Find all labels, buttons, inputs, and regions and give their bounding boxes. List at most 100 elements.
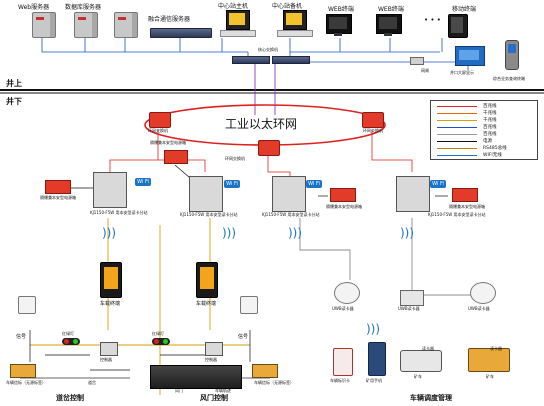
substation-icon-1 bbox=[93, 172, 127, 208]
sensor-label-1: 信号 bbox=[16, 334, 27, 340]
controller-label-2: 控制器 bbox=[205, 357, 217, 362]
air-door-reader-icon bbox=[240, 296, 258, 314]
sensor-label-2: 信号 bbox=[238, 334, 249, 340]
card-reader-label-1: 读卡器 bbox=[422, 346, 434, 351]
legend-item-label: 千兆线 bbox=[483, 111, 497, 116]
vehicle-label-1: 矿车 bbox=[414, 374, 422, 379]
core-switch-label: 核心交换机 bbox=[258, 47, 278, 52]
miner-car-icon bbox=[468, 348, 510, 372]
vehicle-sign-icon-1 bbox=[10, 364, 36, 378]
web-server-label: Web服务器 bbox=[18, 4, 50, 11]
mobile-terminal-label: 移动终端 bbox=[452, 6, 477, 13]
legend-line-swatch bbox=[437, 106, 477, 107]
ring-switch-label-bottom: 环网交换机 bbox=[225, 156, 245, 161]
wifi-badge-2: Wi Fi bbox=[224, 180, 240, 188]
below-ground-label: 井下 bbox=[6, 97, 22, 106]
legend-line-swatch bbox=[437, 134, 477, 135]
power-box-label-3: 隔爆兼本安型电源箱 bbox=[326, 204, 362, 209]
center-backup-label: 中心站备机 bbox=[272, 3, 303, 10]
car-terminal-label-2: 车载终端 bbox=[196, 301, 217, 307]
substation-icon-4 bbox=[396, 176, 430, 212]
mine-phone-label: 矿用手机 bbox=[366, 378, 382, 383]
display-label: 井口大屏显示 bbox=[450, 70, 474, 75]
display-screen-icon bbox=[455, 46, 485, 66]
legend-line-swatch bbox=[437, 155, 477, 156]
wireless-signal-icon-5: ))) bbox=[366, 322, 381, 336]
fusion-server-icon bbox=[150, 28, 212, 38]
turnout-label: 道岔 bbox=[88, 380, 96, 385]
power-box-icon-2 bbox=[164, 150, 188, 164]
legend-item: 百兆线 bbox=[435, 131, 535, 137]
wireless-signal-icon-3: ))) bbox=[288, 226, 303, 240]
power-box-icon-1 bbox=[45, 180, 71, 194]
legend-item-label: 百兆线 bbox=[483, 104, 497, 109]
vehicle-sign-label-1: 车辆信标（无源标签） bbox=[6, 380, 46, 385]
turnout-reader-icon bbox=[18, 296, 36, 314]
ring-title: 工业以太环网 bbox=[225, 117, 298, 131]
uwb-reader-label-2: UWB读卡器 bbox=[398, 306, 420, 311]
traffic-light-label-1: 红绿灯 bbox=[62, 331, 74, 336]
vehicle-label-2: 矿车 bbox=[486, 374, 494, 379]
wifi-badge-1: Wi Fi bbox=[135, 178, 151, 186]
uwb-reader-icon-1 bbox=[334, 282, 360, 304]
web-terminal-label: WEB终端 bbox=[328, 6, 354, 13]
uwb-reader-label-3: UWB读卡器 bbox=[468, 306, 490, 311]
gateway-icon bbox=[410, 57, 424, 65]
uwb-reader-icon-2 bbox=[400, 290, 424, 306]
vehicle-card-icon bbox=[333, 348, 353, 376]
bus-icon bbox=[400, 350, 442, 372]
substation-label-1: KJ1150-F5W 用本安型读卡分站 bbox=[90, 210, 148, 215]
controller-label-1: 控制器 bbox=[100, 357, 112, 362]
legend-item: 千兆线 bbox=[435, 117, 535, 123]
fusion-server-label: 融合通信服务器 bbox=[148, 16, 191, 23]
legend-line-swatch bbox=[437, 120, 477, 121]
controller-icon-2 bbox=[205, 342, 223, 356]
power-box-label-2: 隔爆兼本安型电源箱 bbox=[150, 140, 186, 145]
web-terminal-icon-2 bbox=[376, 14, 402, 34]
power-box-label-4: 隔爆兼本安型电源箱 bbox=[449, 204, 485, 209]
wireless-signal-icon-1: ))) bbox=[102, 226, 117, 240]
car-terminal-label-1: 车载终端 bbox=[100, 301, 121, 307]
ring-switch-icon-right bbox=[362, 112, 384, 128]
uwb-reader-label-1: UWB读卡器 bbox=[332, 306, 354, 311]
card-reader-label-2: 读卡器 bbox=[490, 346, 502, 351]
legend-line-swatch bbox=[437, 148, 477, 149]
wireless-signal-icon-4: ))) bbox=[400, 226, 415, 240]
ellipsis-label: • • • bbox=[424, 16, 441, 24]
traffic-light-icon-2 bbox=[152, 338, 170, 345]
power-box-label-1: 隔爆兼本安型电源箱 bbox=[40, 195, 76, 200]
core-switch-icon bbox=[232, 56, 270, 64]
vehicle-sign-label-2: 车辆信标（无源标签） bbox=[254, 380, 294, 385]
wifi-badge-3: Wi Fi bbox=[306, 180, 322, 188]
legend-item: 千兆线 bbox=[435, 110, 535, 116]
kiosk-icon bbox=[505, 40, 519, 70]
web-terminal-stand bbox=[334, 33, 342, 36]
substation-label-3: KJ1150-F5W 用本安型读卡分站 bbox=[262, 212, 320, 217]
kiosk-label: 综合业务查询终端 bbox=[493, 76, 525, 81]
air-door-label: 风门 bbox=[175, 388, 183, 393]
legend-item-label: 电源 bbox=[483, 139, 492, 144]
turnout-control-title: 道岔控制 bbox=[56, 394, 84, 402]
center-backup-keyboard-icon bbox=[277, 30, 313, 37]
lane-label: 车辆轨迹 bbox=[215, 388, 231, 393]
vehicle-card-label: 车辆标识卡 bbox=[330, 378, 350, 383]
center-host-monitor-icon bbox=[226, 10, 250, 30]
mine-phone-icon bbox=[368, 342, 386, 376]
car-terminal-icon-2 bbox=[196, 262, 218, 298]
mobile-terminal-icon bbox=[448, 14, 468, 38]
legend-item-label: RS485总线 bbox=[483, 146, 507, 151]
ring-switch-label-left: 环网交换机 bbox=[148, 128, 168, 133]
center-host-keyboard-icon bbox=[220, 30, 256, 37]
legend-item: 百兆线 bbox=[435, 103, 535, 109]
legend-item: 电源 bbox=[435, 138, 535, 144]
substation-icon-2 bbox=[189, 176, 223, 212]
web-terminal-label-2: WEB终端 bbox=[378, 6, 404, 13]
ring-switch-icon-left bbox=[149, 112, 171, 128]
web-terminal-stand-2 bbox=[384, 33, 392, 36]
web-server-icon bbox=[32, 12, 56, 38]
db-server-label: 数据库服务器 bbox=[65, 4, 102, 11]
legend-line-swatch bbox=[437, 127, 477, 128]
legend-line-swatch bbox=[437, 113, 477, 114]
car-terminal-icon-1 bbox=[100, 262, 122, 298]
